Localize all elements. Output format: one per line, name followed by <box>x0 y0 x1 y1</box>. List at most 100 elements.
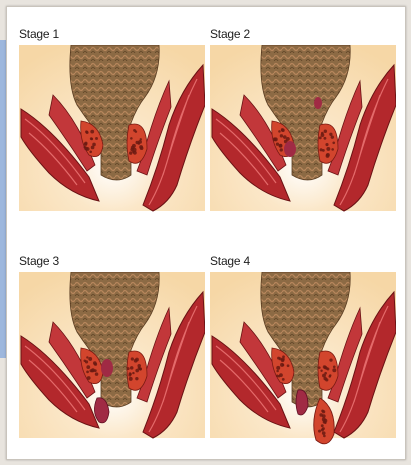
hemorrhoid-speckle <box>84 143 87 146</box>
hemorrhoid-speckle <box>333 365 336 368</box>
hemorrhoid-speckle <box>129 377 133 381</box>
hemorrhoid-speckle <box>319 136 322 139</box>
stage-1-illustration <box>19 45 205 219</box>
hemorrhoid-speckle <box>280 134 283 137</box>
hemorrhoid-speckle <box>318 366 321 369</box>
hemorrhoid-speckle <box>282 378 285 381</box>
hemorrhoid-speckle <box>91 138 93 140</box>
hemorrhoid-speckle <box>332 368 336 372</box>
stage-4-illustration <box>210 272 396 446</box>
hemorrhoid-speckle <box>129 373 131 375</box>
inner-hemorrhoid <box>101 359 113 377</box>
hemorrhoid-speckle <box>132 151 134 153</box>
hemorrhoid-speckle <box>276 366 280 370</box>
hemorrhoid-speckle <box>91 368 95 372</box>
hemorrhoid-speckle <box>287 364 290 367</box>
hemorrhoid-speckle <box>322 431 326 435</box>
stage-label: Stage 4 <box>210 254 250 268</box>
hemorrhoid-speckle <box>134 359 138 363</box>
hemorrhoid-speckle <box>325 143 328 146</box>
hemorrhoid-speckle <box>324 372 327 375</box>
hemorrhoid-speckle <box>283 135 287 139</box>
panel-floor <box>210 211 396 219</box>
stage-label: Stage 3 <box>19 254 59 268</box>
hemorrhoid-speckle <box>136 141 139 144</box>
hemorrhoid-speckle <box>273 137 277 141</box>
hemorrhoid-speckle <box>321 132 324 135</box>
hemorrhoid-speckle <box>332 141 335 144</box>
hemorrhoid-speckle <box>91 146 95 150</box>
hemorrhoid-speckle <box>325 378 328 381</box>
hemorrhoid-speckle <box>86 365 90 369</box>
hemorrhoid-speckle <box>326 147 330 151</box>
hemorrhoid-speckle <box>276 370 279 373</box>
hemorrhoid-speckle <box>326 153 330 157</box>
hemorrhoid-speckle <box>280 148 283 151</box>
inner-prolapse <box>296 390 308 415</box>
hemorrhoid-speckle <box>279 357 282 360</box>
hemorrhoid-speckle <box>281 128 285 132</box>
hemorrhoid-speckle <box>282 364 285 367</box>
hemorrhoid-speckle <box>137 364 141 368</box>
hemorrhoid-speckle <box>127 367 130 370</box>
hemorrhoid-speckle <box>324 130 327 133</box>
hemorrhoid-speckle <box>87 376 91 380</box>
stage-3-illustration <box>19 272 205 446</box>
hemorrhoid-speckle <box>94 363 97 366</box>
panel-floor <box>19 438 205 446</box>
hemorrhoid-speckle <box>278 130 281 133</box>
hemorrhoid-speckle <box>278 375 281 378</box>
panel-stage-3: Stage 3 <box>19 254 205 450</box>
hemorrhoid-speckle <box>281 358 284 361</box>
hemorrhoid-speckle <box>90 130 94 134</box>
hemorrhoid-speckle <box>131 357 134 360</box>
hemorrhoid-speckle <box>329 358 332 361</box>
hemorrhoid-speckle <box>322 414 326 418</box>
hemorrhoid-speckle <box>322 149 325 152</box>
hemorrhoid-speckle <box>95 137 98 140</box>
hemorrhoid-speckle <box>129 151 132 154</box>
hemorrhoid-speckle <box>320 370 322 372</box>
hemorrhoid-speckle <box>322 417 326 421</box>
stage-2-illustration <box>210 45 396 219</box>
hemorrhoid-speckle <box>135 130 138 133</box>
hemorrhoid-speckle <box>318 430 321 433</box>
panel-stage-1: Stage 1 <box>19 27 205 223</box>
hemorrhoid-speckle <box>86 356 88 358</box>
panel-stage-4: Stage 4 <box>210 254 396 450</box>
hemorrhoid-speckle <box>130 137 133 140</box>
hemorrhoid-speckle <box>88 357 92 361</box>
hemorrhoid-speckle <box>86 371 89 374</box>
bulging-hemorrhoid <box>284 141 296 157</box>
hemorrhoid-speckle <box>323 435 326 438</box>
hemorrhoid-speckle <box>322 427 325 430</box>
hemorrhoid-speckle <box>140 138 142 140</box>
hemorrhoid-speckle <box>89 151 92 154</box>
panel-floor <box>19 211 205 219</box>
small-hemorrhoid <box>314 97 322 109</box>
hemorrhoid-speckle <box>86 131 89 134</box>
hemorrhoid-speckle <box>329 133 332 136</box>
panel-stage-2: Stage 2 <box>210 27 396 223</box>
stage-label: Stage 2 <box>210 27 250 41</box>
hemorrhoid-speckle <box>321 424 324 427</box>
hemorrhoid-speckle <box>140 146 144 150</box>
hemorrhoid-speckle <box>132 144 136 148</box>
hemorrhoid-speckle <box>325 367 328 370</box>
hemorrhoid-speckle <box>331 135 334 138</box>
hemorrhoid-speckle <box>276 142 279 145</box>
hemorrhoid-speckle <box>85 360 88 363</box>
hemorrhoid-speckle <box>84 147 88 151</box>
hemorrhoid-speckle <box>135 377 138 380</box>
hemorrhoid-speckle <box>130 366 134 370</box>
hemorrhoid-speckle <box>328 375 331 378</box>
hemorrhoid-speckle <box>331 148 334 151</box>
stage-label: Stage 1 <box>19 27 59 41</box>
hemorrhoid-speckle <box>279 144 283 148</box>
hemorrhoid-speckle <box>132 372 134 374</box>
hemorrhoid-speckle <box>322 410 325 413</box>
hemorrhoid-speckle <box>95 372 99 376</box>
hemorrhoid-speckle <box>323 137 326 140</box>
panel-floor <box>210 438 396 446</box>
diagram-frame: Stage 1 Stage 2 Stage 3 Stage 4 <box>6 6 406 460</box>
